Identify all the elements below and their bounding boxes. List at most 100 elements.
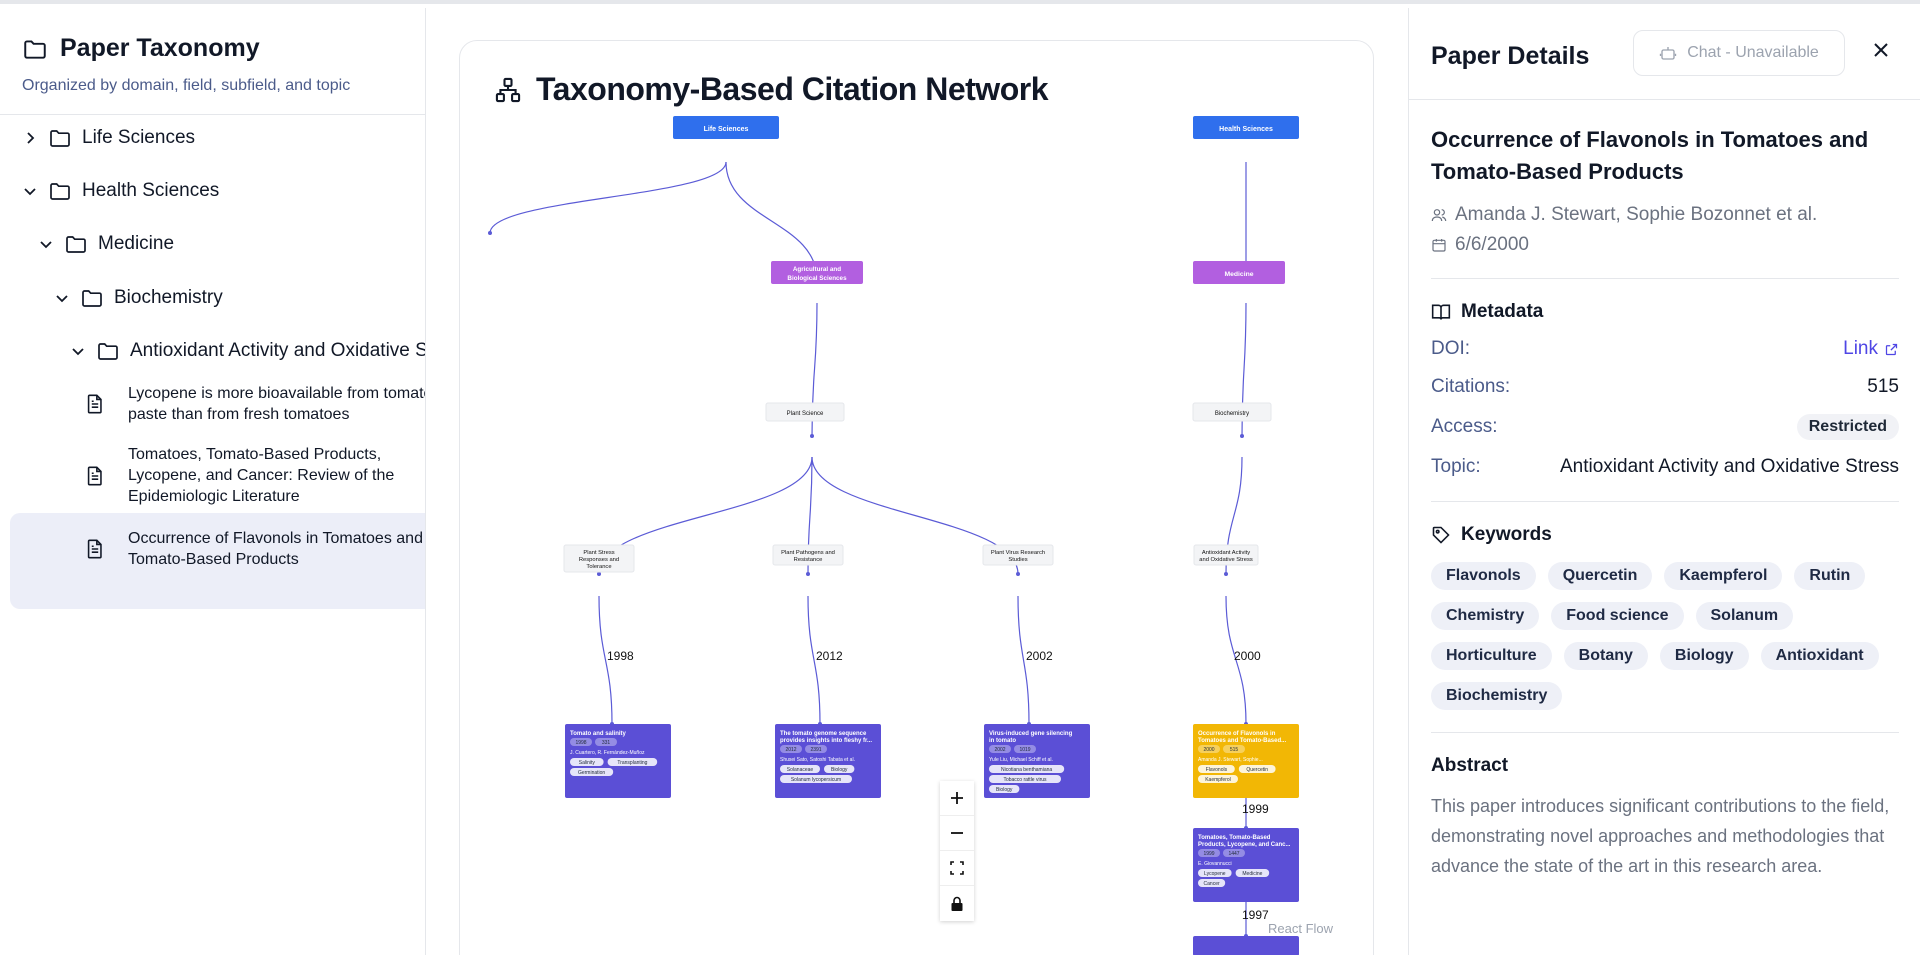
sidebar-subtitle: Organized by domain, field, subfield, an… xyxy=(22,77,351,94)
network-header: Taxonomy-Based Citation Network xyxy=(494,71,1048,108)
paper-cites-badge xyxy=(1014,745,1036,753)
file-text-icon xyxy=(84,538,106,560)
close-icon[interactable] xyxy=(1869,38,1893,62)
abstract-heading: Abstract xyxy=(1431,755,1899,777)
minus-icon xyxy=(951,832,963,834)
paper-cites-badge xyxy=(805,745,827,753)
subfield-node[interactable] xyxy=(1192,402,1272,422)
field-node-label: Agricultural and xyxy=(793,266,841,273)
tree-node-label: Life Sciences xyxy=(82,127,196,148)
react-flow-attribution[interactable]: React Flow xyxy=(1268,921,1334,936)
chevron-down-icon[interactable] xyxy=(68,341,88,361)
paper-node-authors: E. Giovannucci xyxy=(1198,861,1232,867)
abstract-heading-label: Abstract xyxy=(1431,755,1509,776)
paper-tag-text: Solanaceae xyxy=(787,767,814,773)
edge-handle xyxy=(810,434,814,438)
chat-button[interactable]: Chat - Unavailable xyxy=(1633,30,1845,76)
paper-date: 6/6/2000 xyxy=(1455,234,1529,255)
edge-handle xyxy=(1016,572,1020,576)
keyword-chip[interactable]: Horticulture xyxy=(1431,642,1552,670)
chevron-down-icon[interactable] xyxy=(52,288,72,308)
tree-node[interactable]: Biochemistry xyxy=(52,278,223,318)
paper-node-title: Tomato and salinity xyxy=(570,731,627,737)
keyword-chip[interactable]: Solanum xyxy=(1695,602,1794,630)
topic-node[interactable] xyxy=(563,544,635,573)
year-label: 2000 xyxy=(1234,649,1261,663)
paper-cites-badge-text: 2391 xyxy=(810,747,821,753)
divider xyxy=(1431,501,1899,502)
zoom-out-button[interactable] xyxy=(940,816,974,851)
citations-value: 515 xyxy=(1867,376,1899,397)
sidebar-title: Paper Taxonomy xyxy=(60,34,260,62)
topic-node-label: Tolerance xyxy=(586,564,611,570)
graph-edge xyxy=(1225,595,1247,725)
paper-tag-text: Biology xyxy=(831,767,848,773)
keyword-chip[interactable]: Botany xyxy=(1563,642,1648,670)
paper-tag-text: Nicotiana benthamiana xyxy=(1001,767,1052,773)
details-body: Occurrence of Flavonols in Tomatoes and … xyxy=(1431,100,1899,881)
chevron-down-icon[interactable] xyxy=(20,181,40,201)
field-node-label: Biological Sciences xyxy=(787,275,847,282)
doi-link[interactable]: Link xyxy=(1843,338,1899,360)
paper-tag xyxy=(989,775,1061,783)
details-title: Paper Details xyxy=(1431,42,1590,70)
chevron-right-icon[interactable] xyxy=(20,128,40,148)
topic-key: Topic: xyxy=(1431,456,1481,477)
tree-node[interactable]: Antioxidant Activity and Oxidative Stres… xyxy=(68,331,425,371)
paper-tag xyxy=(1198,869,1232,877)
keywords-heading-label: Keywords xyxy=(1461,524,1552,545)
details-header: Paper Details Chat - Unavailable xyxy=(1409,8,1920,100)
tree-node-label: Medicine xyxy=(98,233,175,254)
domain-node[interactable] xyxy=(673,116,779,139)
paper-node-authors: J. Cuartero, R. Fernández-Muñoz xyxy=(570,750,645,756)
field-node[interactable] xyxy=(1193,261,1285,284)
topic-node[interactable] xyxy=(982,544,1054,566)
paper-node-authors: Shusei Sato, Satoshi Tabata et al. xyxy=(780,757,855,763)
domain-node-label: Health Sciences xyxy=(1219,126,1273,133)
folder-icon xyxy=(96,339,120,363)
fit-view-button[interactable] xyxy=(940,851,974,886)
keyword-chip[interactable]: Biochemistry xyxy=(1431,682,1563,710)
tree-paper-item[interactable]: Tomatoes, Tomato-Based Products, Lycopen… xyxy=(0,444,425,507)
keyword-chip[interactable]: Antioxidant xyxy=(1760,642,1879,670)
tree-node[interactable]: Medicine xyxy=(36,224,174,264)
topic-node[interactable] xyxy=(1193,544,1259,566)
tree-paper-item[interactable]: Lycopene is more bioavailable from tomat… xyxy=(0,383,426,425)
tree-paper-item[interactable]: Occurrence of Flavonols in Tomatoes and … xyxy=(0,528,425,570)
lock-button[interactable] xyxy=(940,886,974,921)
keyword-chip[interactable]: Food science xyxy=(1551,602,1684,630)
paper-tag xyxy=(1238,765,1276,773)
keyword-chip[interactable]: Kaempferol xyxy=(1664,562,1783,590)
topic-node[interactable] xyxy=(772,544,844,566)
tree-node[interactable]: Life Sciences xyxy=(20,118,195,158)
paper-tag xyxy=(780,765,820,773)
paper-tag-text: Medicine xyxy=(1242,871,1262,877)
keyword-chip[interactable]: Flavonols xyxy=(1431,562,1536,590)
paper-node[interactable] xyxy=(1193,936,1299,955)
tree-paper-title: Tomatoes, Tomato-Based Products, Lycopen… xyxy=(128,446,395,505)
field-node-label: Medicine xyxy=(1224,271,1253,278)
lock-icon xyxy=(951,896,963,911)
paper-year-badge xyxy=(780,745,802,753)
subfield-node[interactable] xyxy=(765,402,845,422)
keyword-chip[interactable]: Rutin xyxy=(1794,562,1866,590)
tree-node[interactable]: Health Sciences xyxy=(20,171,219,211)
paper-year-badge xyxy=(570,738,592,746)
year-label: 2002 xyxy=(1026,649,1053,663)
zoom-in-button[interactable] xyxy=(940,781,974,816)
paper-year-badge-text: 1999 xyxy=(1203,851,1214,857)
keyword-chip[interactable]: Biology xyxy=(1659,642,1749,670)
keyword-chip[interactable]: Chemistry xyxy=(1431,602,1540,630)
paper-tag-text: Biology xyxy=(996,787,1013,793)
year-label: 1997 xyxy=(1242,908,1269,922)
keyword-chip[interactable]: Quercetin xyxy=(1547,562,1653,590)
domain-node[interactable] xyxy=(1193,116,1299,139)
chevron-down-icon[interactable] xyxy=(36,234,56,254)
edge-handle xyxy=(1224,572,1228,576)
graph-edge xyxy=(725,161,818,281)
field-node[interactable] xyxy=(771,261,863,284)
paper-tag-text: Cancer xyxy=(1204,881,1220,887)
tree-paper-title: Lycopene is more bioavailable from tomat… xyxy=(128,385,426,423)
paper-cites-badge xyxy=(1223,745,1245,753)
